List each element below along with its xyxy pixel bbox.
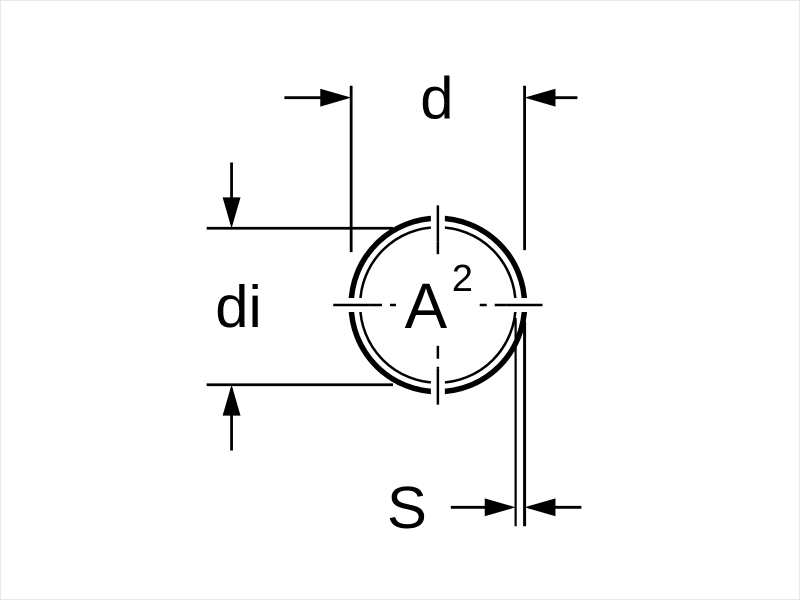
area-label-base: A (405, 270, 448, 342)
wall-thickness-label: S (387, 474, 427, 541)
di-arrowhead-top (222, 197, 241, 229)
di-arrowhead-bottom (222, 384, 241, 416)
s-arrowhead-right (524, 498, 556, 517)
outer-diameter-label: d (420, 65, 453, 132)
area-label: A 2 (405, 258, 473, 342)
d-arrowhead-right (524, 88, 556, 107)
dimension-outer-diameter: d (284, 65, 578, 253)
dimension-wall-thickness: S (387, 317, 582, 541)
area-label-exponent: 2 (452, 258, 473, 300)
inner-diameter-label: di (215, 273, 262, 340)
d-arrowhead-left (320, 88, 352, 107)
s-arrowhead-left (484, 498, 516, 517)
dimension-inner-diameter: di (206, 162, 394, 451)
label-backing (396, 256, 480, 340)
centerlines (333, 205, 543, 405)
